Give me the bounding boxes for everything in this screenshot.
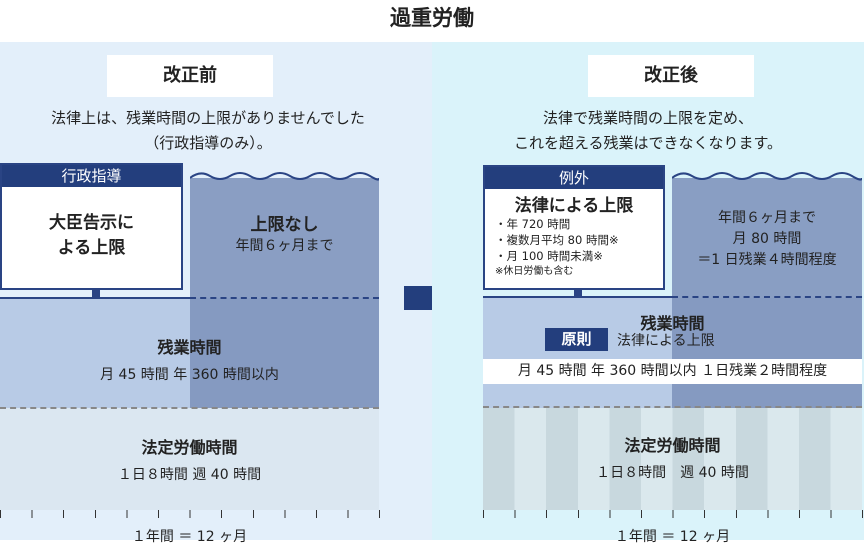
legal-hours-band <box>483 408 862 510</box>
before-panel: 改正前 法律上は、残業時間の上限がありませんでした （行政指導のみ）。 行政指導… <box>0 42 432 545</box>
desc-line: 法律で残業時間の上限を定め、 <box>542 109 753 127</box>
desc-line: これを超える残業はできなくなります。 <box>513 134 783 152</box>
legal-dashed-line <box>483 406 862 408</box>
limit-line <box>0 297 190 299</box>
legal-sub: １日８時間 週 40 時間 <box>596 465 749 481</box>
special-line: ＝1 日残業４時間程度 <box>697 252 837 268</box>
legal-sub: １日８時間 週 40 時間 <box>117 467 262 483</box>
exception-title: 法律による上限 <box>514 196 634 216</box>
special-line: 年間６ヶ月まで <box>718 210 816 226</box>
desc-line: 法律上は、残業時間の上限がありませんでした <box>51 109 365 127</box>
page-title: 過重労働 <box>390 6 474 30</box>
no-limit-title: 上限なし <box>250 215 319 235</box>
principle-band: 月 45 時間 年 360 時間以内 １日残業２時間程度 <box>483 359 862 384</box>
limit-line <box>483 296 672 298</box>
month-ticks <box>0 510 381 518</box>
axis-label: １年間 ＝ 12 ヶ月 <box>131 529 248 545</box>
exception-item: ・年 720 時間 <box>495 217 571 231</box>
sign-post <box>92 290 100 298</box>
wave-line <box>672 172 862 181</box>
wave-line <box>190 172 379 181</box>
after-label: 改正後 <box>588 55 754 97</box>
exception-note: ※休日労働も含む <box>495 266 574 277</box>
exception-header: 例外 <box>485 167 663 189</box>
legal-title: 法定労働時間 <box>141 438 238 457</box>
exception-item: ・複数月平均 80 時間※ <box>495 233 619 247</box>
legal-dashed-line <box>0 407 379 409</box>
guidance-line: 大臣告示に <box>49 213 134 233</box>
special-line: 月 80 時間 <box>732 231 802 247</box>
legal-title: 法定労働時間 <box>624 436 721 455</box>
sign-post <box>574 288 582 297</box>
overtime-title: 残業時間 <box>640 314 705 333</box>
exception-item: ・月 100 時間未満※ <box>495 249 603 263</box>
axis-label: １年間 ＝ 12 ヶ月 <box>614 529 731 545</box>
after-panel: 改正後 法律で残業時間の上限を定め、 これを超える残業はできなくなります。 例外… <box>432 42 864 545</box>
limit-dashed-line <box>190 297 379 299</box>
overtime-title: 残業時間 <box>157 338 222 357</box>
guidance-box: 行政指導 大臣告示に よる上限 <box>0 163 183 290</box>
no-limit-sub: 年間６ヶ月まで <box>235 238 334 254</box>
desc-line: （行政指導のみ）。 <box>144 134 272 152</box>
before-label: 改正前 <box>107 55 273 97</box>
month-ticks <box>483 510 864 518</box>
before-description: 法律上は、残業時間の上限がありませんでした （行政指導のみ）。 <box>0 106 424 156</box>
exception-box: 例外 法律による上限 ・年 720 時間 ・複数月平均 80 時間※ ・月 10… <box>483 165 665 290</box>
guidance-line: よる上限 <box>57 238 126 258</box>
limit-dashed-line <box>672 296 862 298</box>
principle-badge: 原則 <box>545 328 608 351</box>
overtime-sub: 月 45 時間 年 360 時間以内 <box>100 367 279 383</box>
after-description: 法律で残業時間の上限を定め、 これを超える残業はできなくなります。 <box>432 106 864 156</box>
principle-text: 法律による上限 <box>617 333 715 349</box>
legal-hours-band <box>0 408 379 510</box>
no-limit-area <box>190 178 379 408</box>
guidance-header: 行政指導 <box>2 165 181 187</box>
